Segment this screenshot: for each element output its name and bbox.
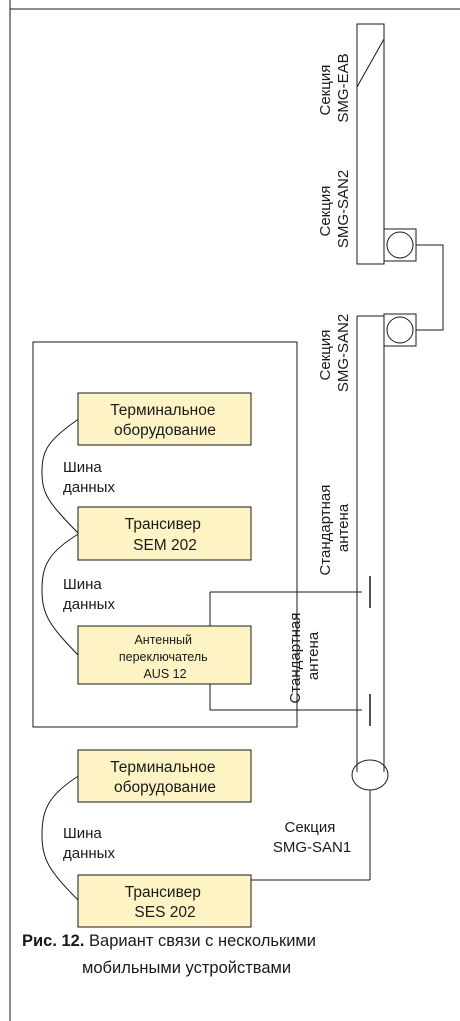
section-label-san1: Секция SMG-SAN1 [273, 819, 351, 856]
terminal-equipment-box-2 [77, 749, 252, 803]
section-label-eab: Секция SMG-EAB [317, 53, 352, 122]
antenna-switch-label: Антенный переключатель AUS 12 [119, 633, 211, 681]
caption-line-2: мобильными устройствами [82, 959, 292, 977]
upper-vehicle-sections [356, 23, 417, 265]
antenna-label-upper: Стандартная антена [317, 480, 352, 575]
inter-vehicle-link [416, 244, 444, 331]
caption-line-1: Рис. 12. Вариант связи с несколькими [22, 928, 442, 955]
terminal-equipment-label-1: Терминальное оборудование [110, 402, 220, 439]
terminal-equipment-box-1 [77, 392, 252, 446]
data-bus-label-3: Шина данных [63, 825, 115, 862]
bus-curve-2 [41, 532, 81, 656]
section-label-san2-top: Секция SMG-SAN2 [317, 170, 352, 248]
caption-title-part-1: Вариант связи с несколькими [84, 932, 316, 950]
terminal-equipment-label-2: Терминальное оборудование [110, 759, 220, 796]
data-bus-curves [41, 417, 81, 901]
upper-sections-frame [356, 23, 385, 265]
antenna-taps [209, 576, 371, 726]
upper-coupler-box [383, 228, 417, 262]
eab-termination-diagonal [356, 38, 385, 88]
bus-curve-1 [41, 417, 81, 534]
transceiver-sem-box [77, 506, 252, 561]
caption-figure-number: Рис. 12. [22, 932, 85, 950]
antenna-switch-box [77, 625, 252, 685]
bus-curve-3 [41, 774, 81, 901]
san1-termination-icon [351, 759, 389, 791]
transceiver-ses-box [77, 874, 252, 928]
data-bus-label-2: Шина данных [63, 576, 115, 613]
mobile-unit-1-enclosure [32, 341, 298, 728]
lower-vehicle-sections [351, 313, 417, 880]
transceiver-ses-label: Трансивер SES 202 [125, 884, 205, 921]
lower-coupler-icon [386, 316, 414, 344]
figure-caption: Рис. 12. Вариант связи с несколькими моб… [22, 928, 442, 982]
data-bus-label-1: Шина данных [63, 459, 115, 496]
lower-coupler-box [383, 313, 417, 347]
section-label-san2-bottom: Секция SMG-SAN2 [317, 314, 352, 392]
upper-coupler-icon [386, 231, 414, 259]
transceiver-sem-label: Трансивер SEM 202 [125, 516, 205, 554]
antenna-label-lower: Стандартная антена [287, 608, 322, 703]
